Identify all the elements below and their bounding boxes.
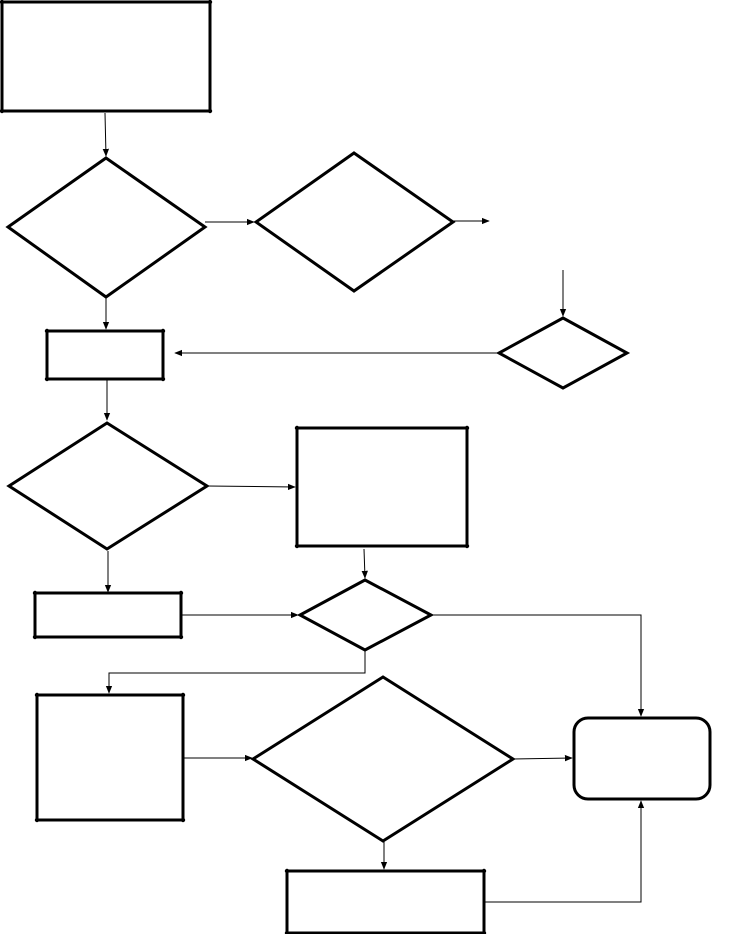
decision-2 bbox=[253, 151, 456, 293]
corner-handle-dot bbox=[160, 376, 166, 382]
edge-start-to-decision-1 bbox=[102, 112, 110, 157]
process-small-1 bbox=[45, 329, 165, 381]
corner-handle-dot bbox=[207, 0, 213, 5]
start-box bbox=[0, 0, 212, 113]
corner-handle-dot bbox=[464, 425, 470, 431]
corner-handle-dot bbox=[481, 930, 487, 934]
process-large-right bbox=[295, 426, 469, 548]
edge-decision-large-to-end bbox=[512, 754, 573, 762]
edge-decision-middle-to-end bbox=[431, 614, 645, 717]
decision-right-small bbox=[495, 316, 631, 390]
decision-3 bbox=[6, 421, 210, 551]
process-bottom bbox=[285, 869, 486, 934]
corner-handle-dot bbox=[44, 376, 50, 382]
end-terminal bbox=[572, 716, 712, 801]
edge-process-bottom-to-end bbox=[484, 800, 645, 903]
corner-handle-dot bbox=[44, 328, 50, 334]
corner-handle-dot bbox=[178, 634, 184, 640]
decision-middle-small bbox=[296, 578, 435, 652]
process-tall-left bbox=[35, 693, 185, 822]
edge-process-large-to-decision-middle bbox=[361, 548, 368, 579]
edge-decision-3-to-process-large bbox=[206, 483, 296, 491]
decision-large-bottom bbox=[250, 675, 516, 843]
corner-handle-dot bbox=[160, 328, 166, 334]
corner-handle-dot bbox=[34, 692, 40, 698]
corner-handle-dot bbox=[180, 692, 186, 698]
corner-handle-dot bbox=[464, 543, 470, 549]
edge-decision-middle-to-process-tall bbox=[105, 651, 366, 694]
corner-handle-dot bbox=[0, 108, 5, 114]
corner-handle-dot bbox=[0, 0, 5, 5]
corner-handle-dot bbox=[284, 930, 290, 934]
corner-handle-dot bbox=[207, 108, 213, 114]
connectors bbox=[102, 112, 645, 903]
nodes bbox=[0, 0, 712, 934]
corner-handle-dot bbox=[481, 868, 487, 874]
corner-handle-dot bbox=[32, 634, 38, 640]
decision-1 bbox=[5, 156, 208, 299]
corner-handle-dot bbox=[32, 590, 38, 596]
corner-handle-dot bbox=[178, 590, 184, 596]
corner-handle-dot bbox=[284, 868, 290, 874]
corner-handle-dot bbox=[34, 817, 40, 823]
corner-handles bbox=[0, 0, 487, 934]
corner-handle-dot bbox=[294, 425, 300, 431]
corner-handle-dot bbox=[294, 543, 300, 549]
process-wide-left bbox=[33, 591, 183, 639]
corner-handle-dot bbox=[180, 817, 186, 823]
